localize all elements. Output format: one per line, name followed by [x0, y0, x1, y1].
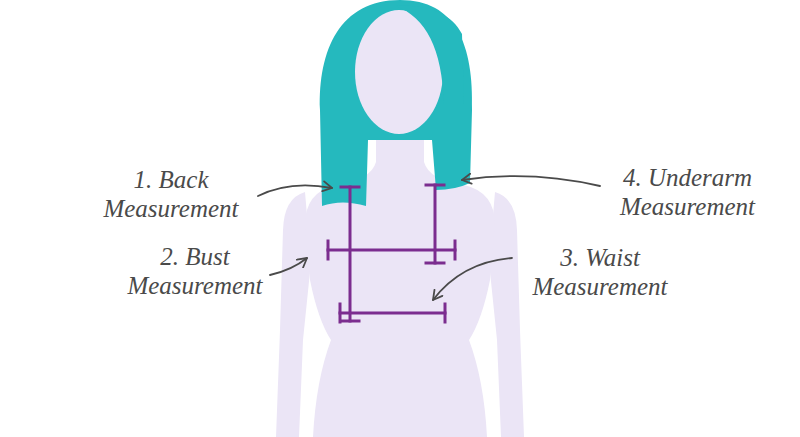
waist-line [340, 312, 445, 315]
measurement-lines [328, 185, 455, 322]
waist-cap [444, 304, 447, 322]
underarm-cap [426, 184, 444, 187]
measurement-label: 1. Back Measurement [86, 166, 256, 224]
bust-cap [454, 241, 457, 259]
hair [320, 0, 472, 206]
measurement-label: 2. Bust Measurement [110, 243, 280, 301]
back-cap [341, 320, 359, 323]
leader-arrow [258, 185, 332, 196]
leader-arrow [270, 258, 307, 275]
leader-arrow [462, 176, 600, 186]
waist-cap [339, 304, 342, 322]
back-cap [341, 186, 359, 189]
measurement-label: 3. Waist Measurement [515, 244, 685, 302]
back-line [349, 187, 352, 321]
leader-arrow [433, 258, 512, 300]
underarm-cap [426, 262, 444, 265]
measurement-label: 4. Underarm Measurement [600, 164, 775, 222]
bust-cap [327, 241, 330, 259]
underarm-line [434, 185, 437, 263]
hair-fringe [396, 6, 464, 104]
